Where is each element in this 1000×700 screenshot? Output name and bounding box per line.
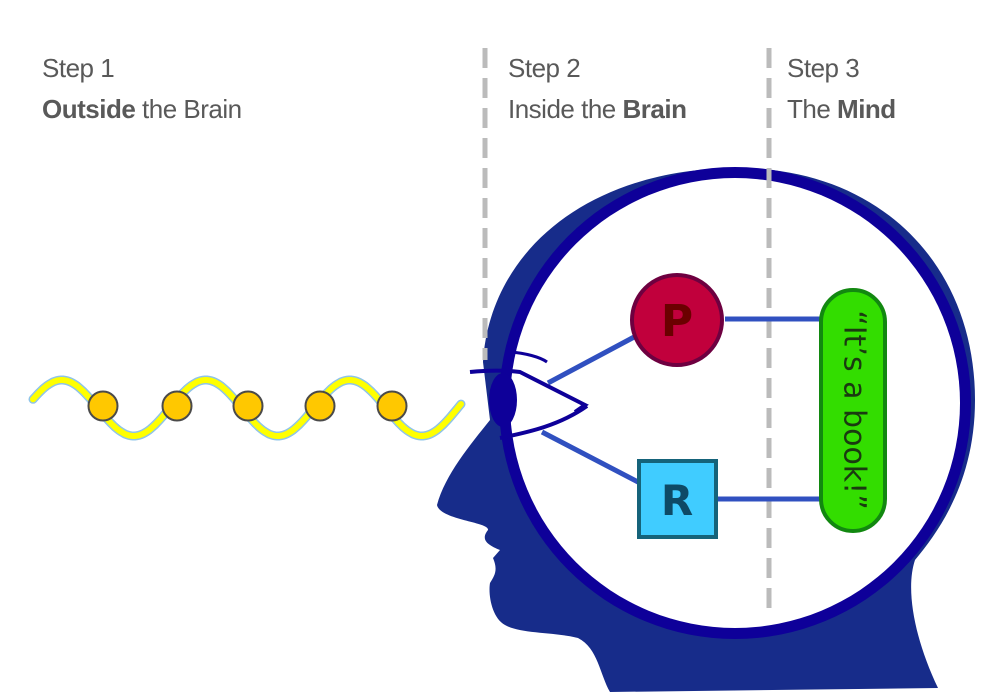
receptor-node-r: R (637, 459, 718, 539)
light-particle (232, 390, 264, 422)
light-particle (376, 390, 408, 422)
step-2-title-bold: Brain (622, 94, 687, 124)
step-2-number: Step 2 (508, 53, 581, 83)
receptor-node-r-label: R (661, 476, 693, 525)
mind-bubble: “It’s a book!” (819, 288, 887, 533)
step-2-title-rest: Inside the (508, 94, 623, 124)
step-2-title: Inside the Brain (508, 89, 687, 130)
step-3-title-rest: The (787, 94, 838, 124)
connector-eye-to-r (540, 429, 642, 486)
step-3-number: Step 3 (787, 53, 860, 83)
mind-bubble-text: “It’s a book!” (837, 310, 872, 509)
step-1-number: Step 1 (42, 53, 115, 83)
step-3-title-bold: Mind (837, 94, 896, 124)
step-3-label: Step 3 The Mind (787, 48, 896, 130)
step-2-label: Step 2 Inside the Brain (508, 48, 687, 130)
light-wave (28, 375, 466, 441)
light-particle (87, 390, 119, 422)
step-1-label: Step 1 Outside the Brain (42, 48, 242, 130)
light-particle (161, 390, 193, 422)
connector-eye-to-p (546, 333, 638, 386)
step-1-title: Outside the Brain (42, 89, 242, 130)
percept-node-p: P (630, 273, 724, 367)
step-3-title: The Mind (787, 89, 896, 130)
percept-node-p-label: P (661, 296, 693, 347)
eye-icon (469, 350, 589, 440)
step-1-title-bold: Outside (42, 94, 136, 124)
step-1-title-rest: the Brain (135, 94, 242, 124)
light-particle (304, 390, 336, 422)
